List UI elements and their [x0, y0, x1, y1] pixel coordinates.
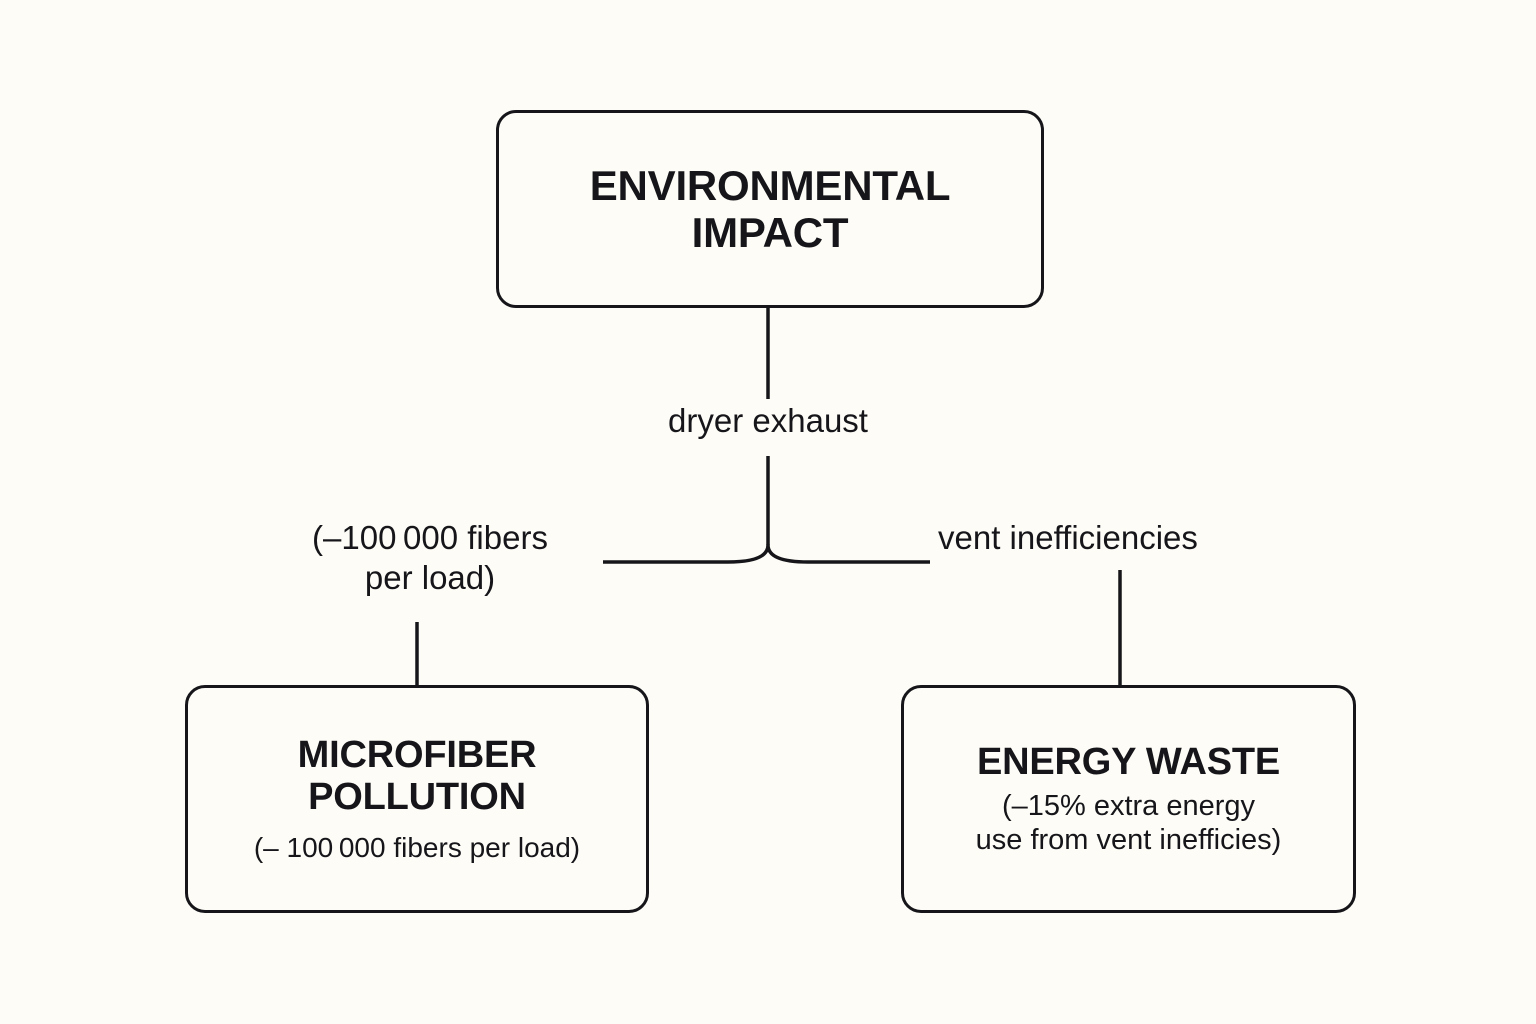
- node-environmental-impact-title: ENVIRONMENTAL IMPACT: [589, 161, 951, 256]
- node-energy-waste-title: ENERGY WASTE: [976, 740, 1281, 783]
- edge-label-dryer-exhaust: dryer exhaust: [608, 401, 928, 441]
- edge-label-fibers-per-load: (–100 000 fibers per load): [258, 518, 602, 598]
- node-energy-waste-subtitle: (–15% extra energy use from vent ineffic…: [975, 790, 1282, 857]
- node-microfiber-pollution-title: MICROFIBER POLLUTION: [297, 733, 537, 819]
- node-microfiber-pollution[interactable]: MICROFIBER POLLUTION (– 100 000 fibers p…: [185, 685, 649, 913]
- node-energy-waste[interactable]: ENERGY WASTE (–15% extra energy use from…: [901, 685, 1356, 913]
- node-environmental-impact[interactable]: ENVIRONMENTAL IMPACT: [496, 110, 1044, 308]
- connector-split-junction: [603, 543, 930, 564]
- edge-label-vent-inefficiencies: vent inefficiencies: [938, 518, 1290, 558]
- node-microfiber-pollution-subtitle: (– 100 000 fibers per load): [253, 832, 581, 864]
